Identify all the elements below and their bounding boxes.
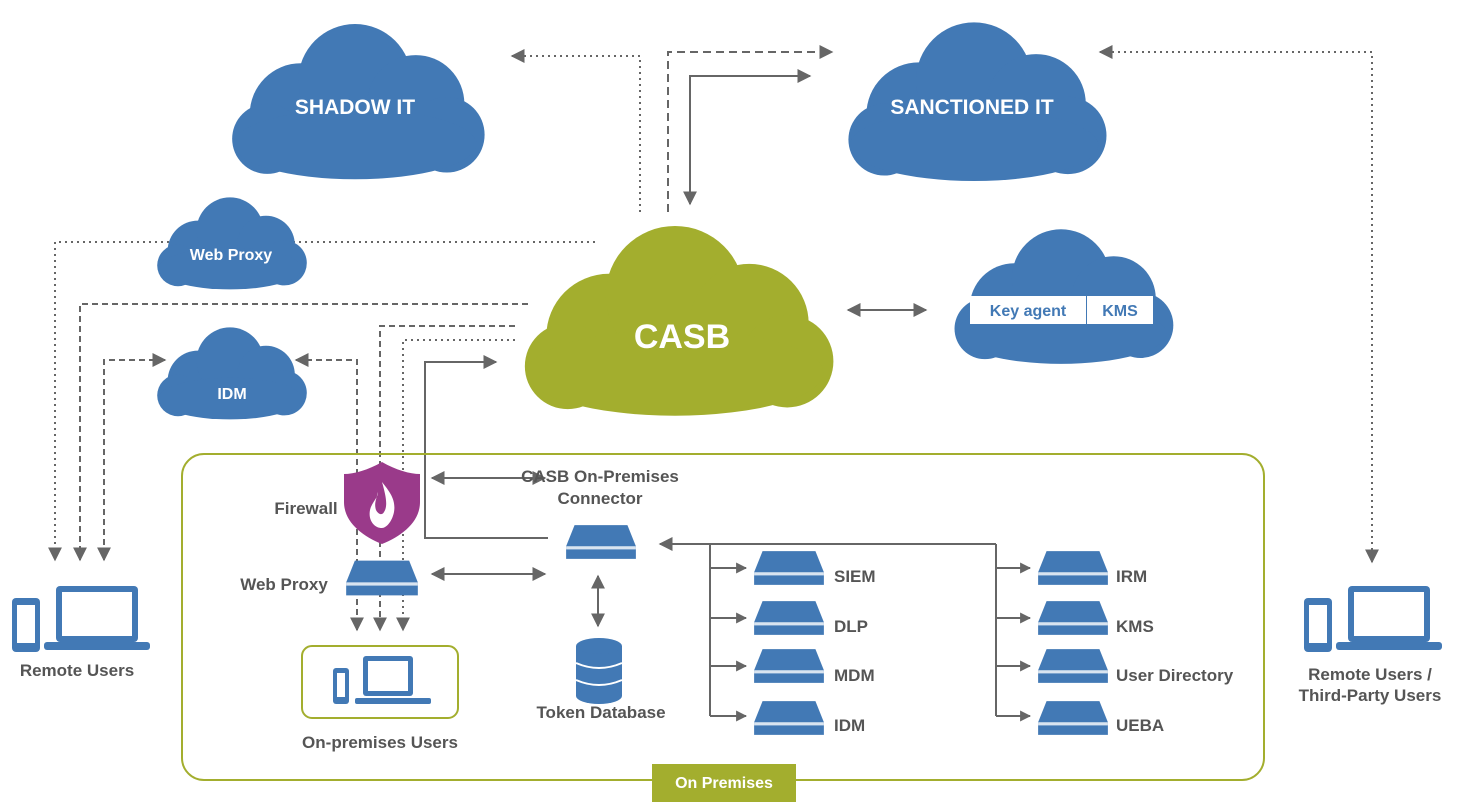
service-label: SIEM [834,567,876,586]
key-agent-label: Key agent [990,303,1067,320]
shadow-it-label: SHADOW IT [295,96,415,119]
remote-idm-link [97,353,167,562]
sanctioned-it-dashed-link [667,45,834,212]
web-proxy-label: Web Proxy [240,575,328,594]
service-label: IDM [834,716,865,735]
remote-users-right[interactable]: Remote Users / Third-Party Users [1299,586,1442,705]
server-icon [754,649,824,683]
web-proxy-node[interactable]: Web Proxy [240,560,418,596]
proxy-idm-link [294,353,364,632]
server-icon [346,560,418,596]
key-management-cloud[interactable]: Key agent KMS [954,229,1174,364]
casb-label: CASB [634,318,730,356]
server-icon [754,551,824,585]
proxy-casb-dotted-link [396,339,515,632]
laptop-icon [355,656,431,704]
server-icon [1038,551,1108,585]
firewall-node[interactable]: Firewall [274,462,420,544]
casb-connector-node[interactable]: CASB On-Premises Connector [521,467,679,559]
cloud-icon [157,327,307,420]
service-siem[interactable]: SIEM [754,551,876,586]
server-icon [754,701,824,735]
service-mdm[interactable]: MDM [754,649,875,685]
service-label: User Directory [1116,666,1234,685]
service-dlp[interactable]: DLP [754,601,868,636]
cloud-icon [157,197,307,290]
kms-box [1087,296,1153,324]
service-kms[interactable]: KMS [1038,601,1154,636]
laptop-icon [1336,586,1442,650]
web-proxy-cloud-label: Web Proxy [190,247,273,264]
database-icon [575,638,623,704]
firewall-label: Firewall [274,499,337,518]
server-icon [1038,601,1108,635]
service-label: KMS [1116,617,1154,636]
on-premises-label: On Premises [675,775,773,792]
shield-flame-icon [344,462,420,544]
token-database-node[interactable]: Token Database [536,638,666,722]
server-icon [754,601,824,635]
key-agent-box [970,296,1086,324]
remote-users-left[interactable]: Remote Users [12,586,150,680]
connector-label-line2: Connector [558,489,643,508]
remote-users-right-label-1: Remote Users / [1308,665,1432,684]
service-label: UEBA [1116,716,1164,735]
remote-users-left-label: Remote Users [20,661,134,680]
web-proxy-cloud[interactable]: Web Proxy [157,197,307,290]
idm-cloud-label: IDM [217,386,246,403]
idm-cloud[interactable]: IDM [157,327,307,420]
connection-lines [48,45,1379,722]
connector-label-line1: CASB On-Premises [521,467,679,486]
sanctioned-it-cloud[interactable]: SANCTIONED IT [848,22,1107,182]
remote-webproxy-link [48,241,595,562]
on-premises-users[interactable]: On-premises Users [301,645,459,752]
proxy-casb-link [373,325,515,632]
remote-casb-link [73,303,528,562]
service-label: MDM [834,666,875,685]
sanctioned-it-label: SANCTIONED IT [890,96,1054,119]
remote-users-right-label-2: Third-Party Users [1299,686,1442,705]
laptop-icon [44,586,150,650]
service-idm[interactable]: IDM [754,701,865,735]
service-irm[interactable]: IRM [1038,551,1147,586]
token-database-label: Token Database [536,703,665,722]
server-icon [1038,701,1108,735]
service-user-directory[interactable]: User Directory [1038,649,1234,685]
on-premises-users-label: On-premises Users [302,733,458,752]
on-premises-badge [652,764,796,802]
server-icon [1038,649,1108,683]
service-ueba[interactable]: UEBA [1038,701,1164,735]
server-icon [566,525,636,559]
service-label: DLP [834,617,868,636]
casb-sanctioned-link [683,69,812,206]
service-label: IRM [1116,567,1147,586]
shadow-it-cloud[interactable]: SHADOW IT [232,24,485,180]
casb-cloud[interactable]: CASB [524,225,834,416]
shadow-it-dotted-link [510,49,641,212]
kms-label: KMS [1102,303,1138,320]
right-remote-link [1098,45,1379,564]
connector-casb-link [424,355,548,539]
